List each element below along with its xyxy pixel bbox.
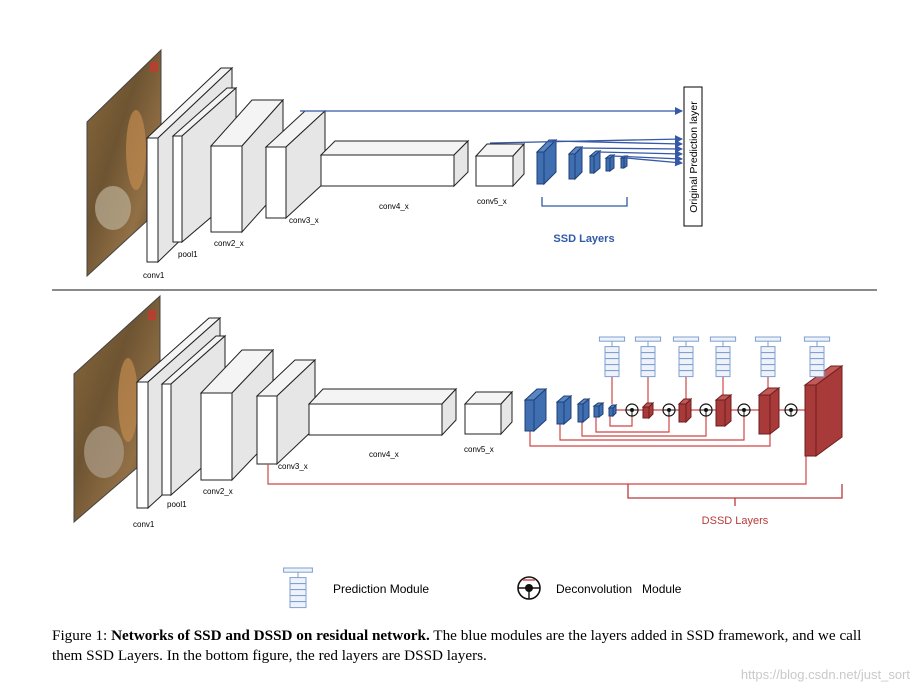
dssd-layers-bottom — [641, 365, 844, 457]
conv4-label-top: conv4_x — [379, 202, 409, 211]
ssd-layers-bottom — [523, 387, 618, 433]
prediction-module-icon — [283, 567, 313, 609]
figure-caption: Figure 1: Networks of SSD and DSSD on re… — [52, 626, 892, 666]
prediction-module-icon — [598, 336, 626, 378]
prediction-arrows-top — [300, 107, 683, 167]
prediction-module-icon — [634, 336, 662, 378]
dssd-layers-bracket — [627, 484, 843, 506]
prediction-module-icon — [709, 336, 737, 378]
deconvolution-module-icon — [517, 576, 541, 600]
conv4-block-top — [319, 139, 470, 188]
ssd-layers-label: SSD Layers — [553, 233, 614, 245]
deconvolution-module-icon — [625, 403, 639, 417]
conv5-label-top: conv5_x — [477, 197, 507, 206]
ssd-layers-top — [535, 138, 629, 186]
conv3-block-bottom — [255, 358, 317, 466]
watermark: https://blog.csdn.net/just_sort — [740, 667, 910, 682]
top-panel: Original Prediction layer SSD Layers con… — [86, 48, 703, 280]
input-image-top — [86, 48, 162, 278]
caption-prefix: Figure 1: — [52, 627, 112, 644]
caption-title: Networks of SSD and DSSD on residual net… — [111, 627, 430, 644]
prediction-module-icon — [672, 336, 700, 378]
legend: Prediction Module Deconvolution Module — [283, 567, 682, 609]
deconvolution-module-icon — [699, 403, 713, 417]
pool1-label-bottom: pool1 — [167, 500, 187, 509]
pool1-label-top: pool1 — [178, 250, 198, 259]
deconvolution-module-icon — [784, 403, 798, 417]
bottom-panel: DSSD Layers conv1 pool1 conv2_x conv3_x … — [73, 294, 844, 529]
ssd-layers-bracket — [541, 197, 628, 207]
caption-body: The blue modules are the layers added in… — [52, 627, 862, 664]
legend-prediction-label: Prediction Module — [333, 582, 429, 596]
conv1-label-bottom: conv1 — [133, 520, 155, 529]
conv2-label-top: conv2_x — [214, 239, 244, 248]
conv3-label-bottom: conv3_x — [278, 462, 308, 471]
dssd-layers-label: DSSD Layers — [702, 515, 769, 527]
conv5-label-bottom: conv5_x — [464, 445, 494, 454]
conv5-block-bottom — [463, 390, 514, 436]
conv1-label-top: conv1 — [143, 271, 165, 280]
deconvolution-module-icon — [662, 403, 676, 417]
deconvolution-modules — [625, 403, 798, 417]
original-prediction-layer-box — [683, 86, 703, 227]
conv4-label-bottom: conv4_x — [369, 450, 399, 459]
prediction-module-icon — [803, 336, 831, 378]
prediction-modules — [598, 336, 831, 378]
conv3-label-top: conv3_x — [289, 216, 319, 225]
legend-deconvolution-label: Deconvolution Module — [556, 582, 682, 596]
original-prediction-layer-label: Original Prediction layer — [688, 101, 700, 213]
conv4-block-bottom — [307, 387, 458, 437]
prediction-module-icon — [283, 567, 313, 609]
prediction-module-icon — [754, 336, 782, 378]
deconvolution-module-icon — [737, 403, 751, 417]
conv5-block-top — [474, 142, 526, 188]
conv2-label-bottom: conv2_x — [203, 487, 233, 496]
